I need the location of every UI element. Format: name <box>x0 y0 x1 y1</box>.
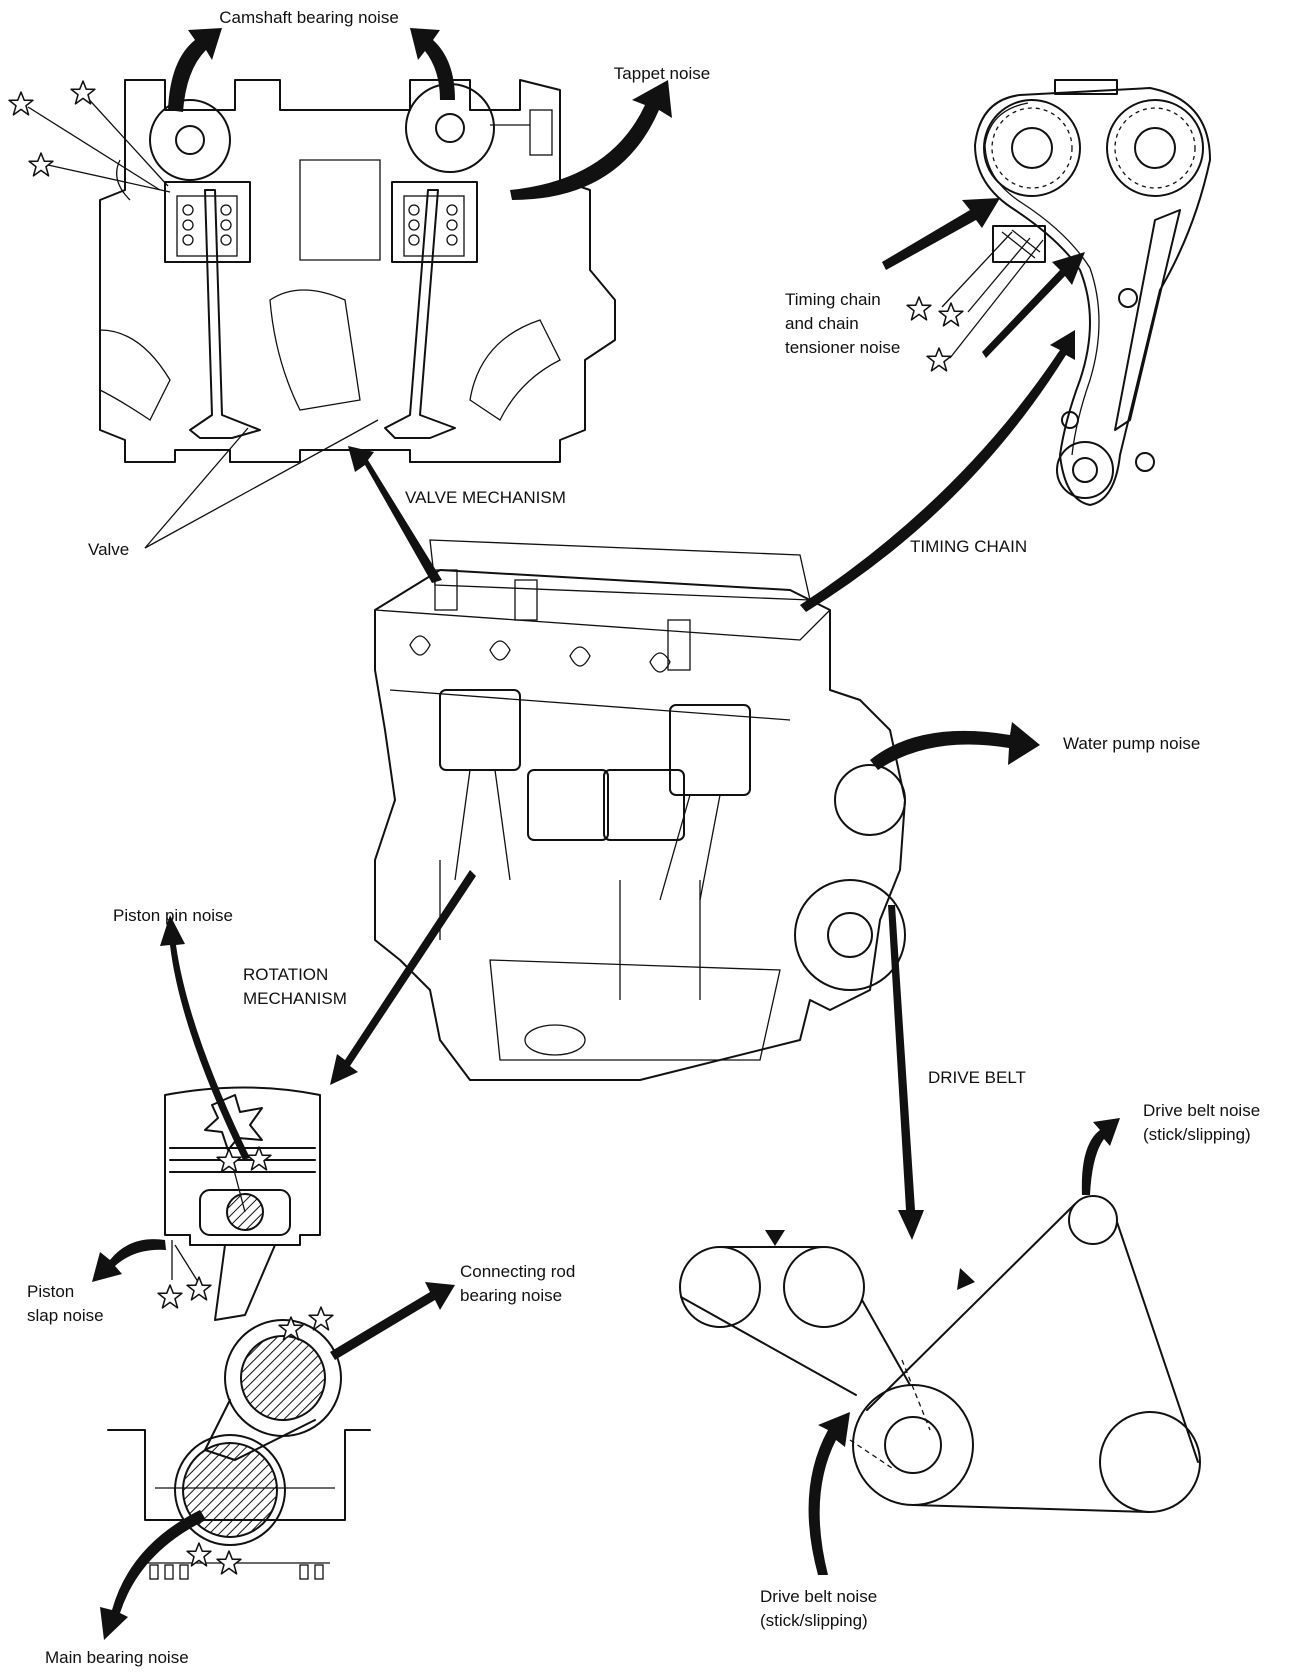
timing-chain-noise-label-line1: Timing chain <box>785 290 881 309</box>
star-icon <box>216 1148 242 1173</box>
engine-block-illustration <box>374 539 906 1081</box>
star-icon <box>186 1276 212 1301</box>
star-icon <box>8 91 34 116</box>
curved-arrow-icon <box>410 28 455 100</box>
piston-pin-noise-label: Piston pin noise <box>112 906 234 925</box>
curved-arrow-icon <box>808 1412 850 1575</box>
drive-belt-label: DRIVE BELT <box>928 1068 1026 1087</box>
timing-chain-noise-label-line3: tensioner noise <box>785 338 901 357</box>
tappet-noise-label: Tappet noise <box>613 64 711 83</box>
star-icon <box>28 152 54 177</box>
rotation-mechanism-label-line1: ROTATION <box>243 965 329 984</box>
star-icon <box>216 1550 242 1575</box>
water-pump-noise-label: Water pump noise <box>1063 734 1201 753</box>
drive-belt-noise-bottom-label-line2: (stick/slipping) <box>760 1611 868 1630</box>
connecting-rod-bearing-noise-label-line2: bearing noise <box>460 1286 563 1305</box>
curved-arrow-icon <box>982 252 1085 358</box>
curved-arrow-icon <box>1081 1118 1120 1195</box>
cylinder-head-illustration <box>27 79 616 549</box>
curved-arrow-icon <box>92 1239 166 1282</box>
curved-arrow-icon <box>882 198 1000 270</box>
piston-connecting-rod-illustration <box>107 1086 371 1580</box>
direction-arrow-icon <box>330 870 476 1085</box>
star-icon <box>926 347 952 372</box>
rotation-mechanism-label-line2: MECHANISM <box>243 989 347 1008</box>
valve-label: Valve <box>88 540 130 559</box>
connecting-rod-bearing-noise-label-line1: Connecting rod <box>460 1262 576 1281</box>
direction-arrow-icon <box>348 446 442 583</box>
direction-arrows <box>92 28 1120 1640</box>
curved-arrow-icon <box>330 1282 455 1360</box>
piston-slap-noise-label-line2: slap noise <box>27 1306 104 1325</box>
star-icon <box>70 80 96 105</box>
direction-arrow-icon <box>800 330 1075 612</box>
main-bearing-noise-label: Main bearing noise <box>45 1648 189 1667</box>
curved-arrow-icon <box>510 80 672 200</box>
timing-chain-noise-label-line2: and chain <box>785 314 859 333</box>
star-icon <box>906 296 932 321</box>
curved-arrow-icon <box>168 28 222 112</box>
star-icon <box>308 1306 334 1331</box>
direction-arrow-icon <box>888 905 924 1240</box>
curved-arrow-icon <box>100 1510 206 1640</box>
valve-mechanism-label: VALVE MECHANISM <box>405 488 566 507</box>
timing-chain-label: TIMING CHAIN <box>910 537 1028 556</box>
drive-belt-noise-bottom-label-line1: Drive belt noise <box>760 1587 878 1606</box>
drive-belt-illustration <box>679 1195 1201 1513</box>
camshaft-bearing-noise-label: Camshaft bearing noise <box>219 8 399 27</box>
drive-belt-noise-top-label-line2: (stick/slipping) <box>1143 1125 1251 1144</box>
curved-arrow-icon <box>870 722 1040 770</box>
star-icon <box>246 1146 272 1171</box>
timing-chain-illustration <box>941 79 1211 506</box>
star-icon <box>157 1284 183 1309</box>
piston-slap-noise-label-line1: Piston <box>27 1282 75 1301</box>
curved-arrow-icon <box>160 915 250 1160</box>
drive-belt-noise-top-label-line1: Drive belt noise <box>1143 1101 1261 1120</box>
